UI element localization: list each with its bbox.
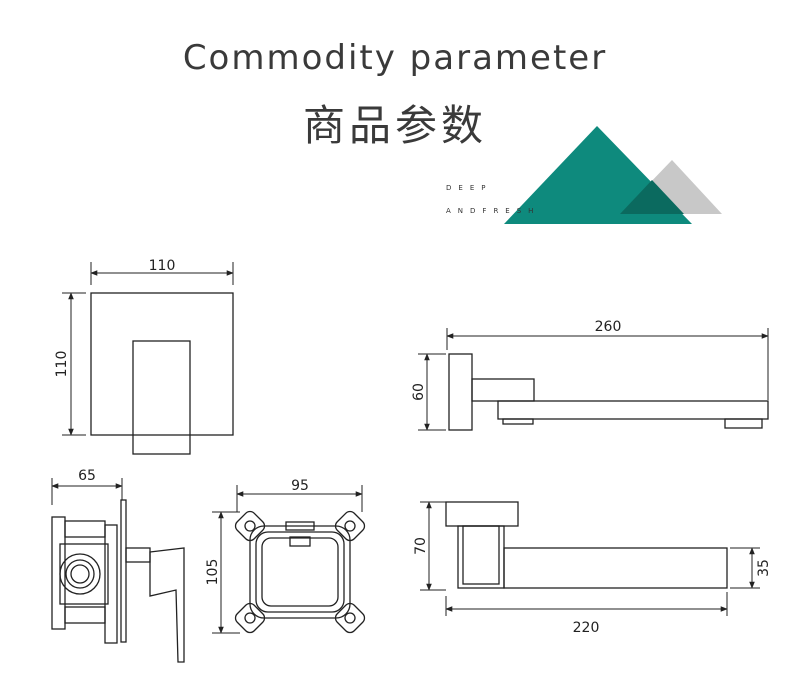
dim-spout-height: 60 [411, 383, 427, 401]
outlet-ring-inner [65, 559, 95, 589]
dim-front-width: 110 [149, 258, 176, 274]
wall-plate [448, 353, 473, 431]
dim-top-thickness: 35 [756, 559, 772, 577]
dim-front-height: 110 [54, 351, 70, 378]
body-back [51, 516, 66, 630]
box-outer [249, 525, 351, 619]
spout-view: 260 60 [411, 319, 769, 431]
tag-line-1: DEEP [446, 184, 492, 192]
mounting-box-view: 95 105 [205, 478, 366, 634]
decorative-triangles [504, 126, 722, 224]
dim-spout-length: 260 [595, 319, 622, 335]
side-handle [149, 547, 185, 663]
body-front-collar [104, 524, 118, 644]
top-view: 70 220 35 [413, 501, 772, 636]
side-plate [120, 499, 127, 643]
spout-aerator-right [724, 418, 763, 429]
front-handle [132, 340, 191, 455]
dim-top-length: 220 [573, 620, 600, 636]
box-top-tab [285, 521, 315, 531]
title-chinese: 商品参数 [302, 101, 487, 150]
dim-side-depth: 65 [78, 468, 96, 484]
body-bottom-bracket [64, 606, 106, 624]
body-top-bracket [64, 520, 106, 538]
mounting-ears [234, 510, 366, 634]
dim-box-height: 105 [205, 559, 221, 586]
front-plate [90, 292, 234, 436]
top-body [457, 525, 505, 589]
handle-stem [125, 547, 151, 563]
side-view: 65 [51, 468, 185, 663]
title-english: Commodity parameter [182, 38, 608, 78]
dim-box-width: 95 [291, 478, 309, 494]
box-latch [289, 536, 311, 547]
dim-top-height: 70 [413, 537, 429, 555]
spout-body [497, 400, 769, 420]
front-view: 110 110 [54, 258, 234, 455]
outlet-ring-outer [59, 553, 101, 595]
box-rim [255, 531, 345, 613]
overlap-triangle [620, 180, 684, 214]
tag-line-2: ANDFRESH [446, 207, 540, 215]
top-body-inner [462, 525, 500, 585]
top-plate [445, 501, 519, 527]
outlet-ring-core [70, 564, 90, 584]
spout-aerator-left [502, 418, 534, 425]
box-inner [261, 537, 339, 607]
body-center [59, 543, 109, 605]
spout-neck [471, 378, 535, 402]
top-handle [503, 547, 728, 589]
